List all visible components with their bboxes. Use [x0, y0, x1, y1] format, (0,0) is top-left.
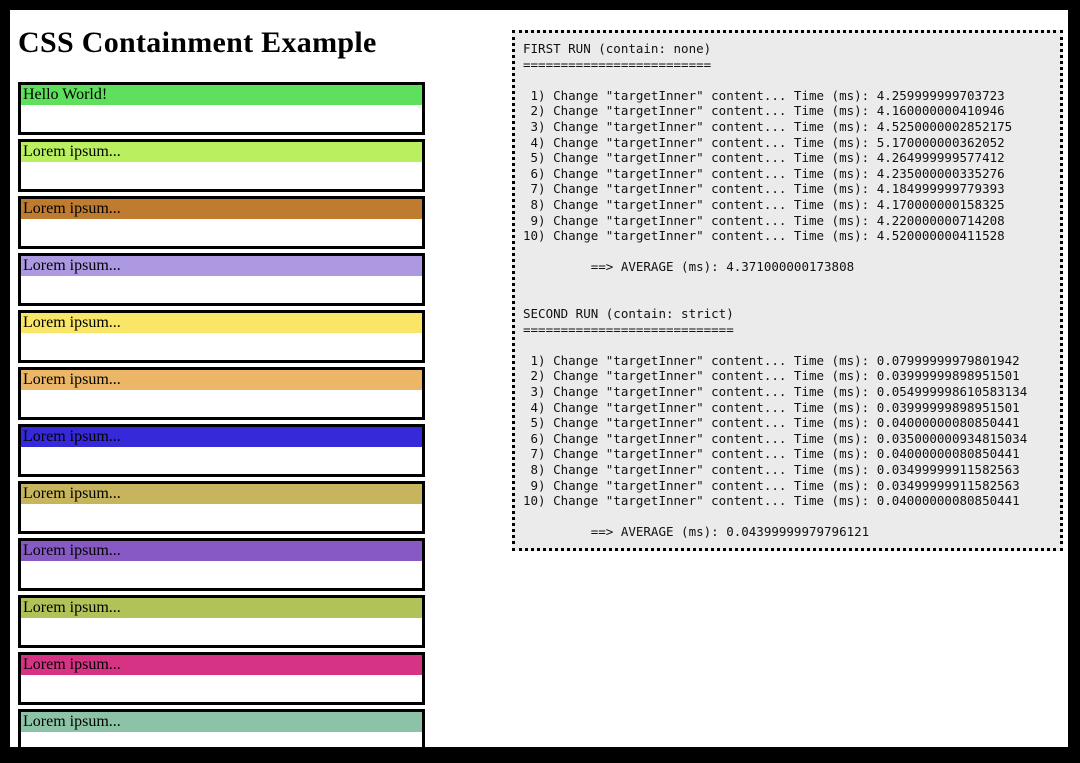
page: CSS Containment Example Hello World! Lore… — [10, 10, 1068, 747]
box-body — [21, 732, 422, 747]
box-body — [21, 561, 422, 588]
page-title: CSS Containment Example — [18, 26, 377, 59]
benchmark-panel: FIRST RUN (contain: none) ==============… — [512, 30, 1063, 551]
content-box: Lorem ipsum... — [18, 481, 425, 534]
box-header-label: Lorem ipsum... — [21, 142, 422, 162]
box-header-label: Lorem ipsum... — [21, 712, 422, 732]
box-body — [21, 276, 422, 303]
content-box: Lorem ipsum... — [18, 367, 425, 420]
box-header-label: Lorem ipsum... — [21, 541, 422, 561]
content-box: Lorem ipsum... — [18, 424, 425, 477]
box-header-label: Hello World! — [21, 85, 422, 105]
box-header-label: Lorem ipsum... — [21, 256, 422, 276]
content-box: Lorem ipsum... — [18, 196, 425, 249]
content-box: Lorem ipsum... — [18, 652, 425, 705]
benchmark-output: FIRST RUN (contain: none) ==============… — [523, 41, 1028, 540]
box-body — [21, 333, 422, 360]
box-body — [21, 390, 422, 417]
content-box: Lorem ipsum... — [18, 595, 425, 648]
content-box: Lorem ipsum... — [18, 310, 425, 363]
content-box: Hello World! — [18, 82, 425, 135]
box-header-label: Lorem ipsum... — [21, 655, 422, 675]
box-header-label: Lorem ipsum... — [21, 598, 422, 618]
box-body — [21, 447, 422, 474]
box-body — [21, 618, 422, 645]
box-header-label: Lorem ipsum... — [21, 199, 422, 219]
box-header-label: Lorem ipsum... — [21, 427, 422, 447]
content-boxes: Hello World! Lorem ipsum... Lorem ipsum...… — [18, 82, 1068, 747]
box-body — [21, 504, 422, 531]
content-box: Lorem ipsum... — [18, 139, 425, 192]
box-header-label: Lorem ipsum... — [21, 484, 422, 504]
box-body — [21, 219, 422, 246]
box-header-label: Lorem ipsum... — [21, 313, 422, 333]
box-body — [21, 105, 422, 132]
box-header-label: Lorem ipsum... — [21, 370, 422, 390]
content-box: Lorem ipsum... — [18, 538, 425, 591]
box-body — [21, 162, 422, 189]
content-box: Lorem ipsum... — [18, 709, 425, 747]
box-body — [21, 675, 422, 702]
content-box: Lorem ipsum... — [18, 253, 425, 306]
